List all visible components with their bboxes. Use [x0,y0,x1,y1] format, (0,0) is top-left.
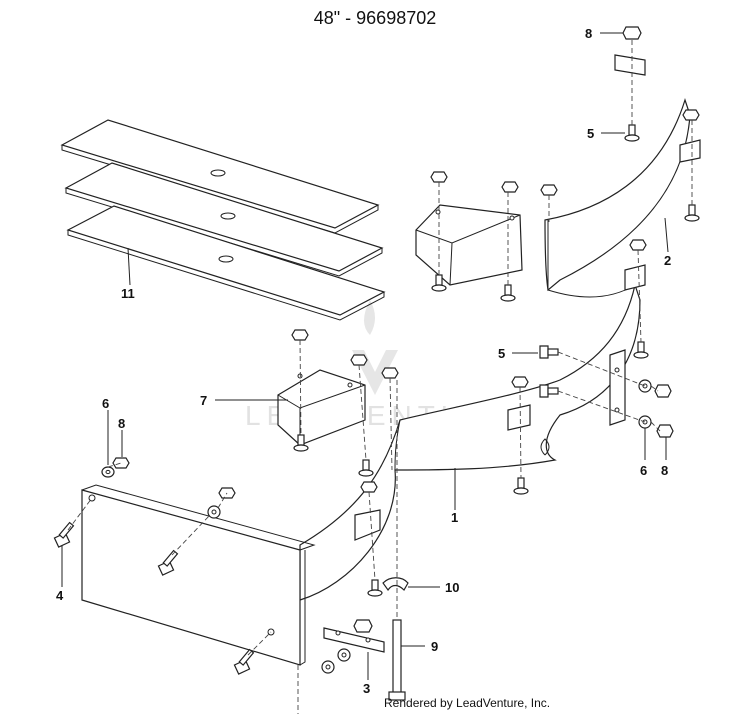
hex-bolt-icon [539,384,559,398]
callout-8: 8 [118,416,125,431]
long-bolt-rod [388,619,406,701]
callout-8: 8 [661,463,668,478]
band-tab-bracket [624,264,646,291]
callout-5: 5 [587,126,594,141]
hex-nut-icon [622,26,642,40]
hex-bolt-icon [53,521,75,548]
carriage-bolt-icon [633,341,649,359]
hex-nut-icon [656,424,674,438]
hex-nut-icon [501,181,519,193]
hex-nut-icon [629,239,647,251]
hex-nut-icon [654,384,672,398]
washer-icon [101,466,115,478]
band-tab-bracket [354,509,381,541]
callout-6: 6 [640,463,647,478]
band-tab-bracket [614,54,646,76]
carriage-bolt-icon [624,124,640,142]
hex-nut-icon [540,184,558,196]
callout-7: 7 [200,393,207,408]
skid-plates [60,119,386,321]
hex-nut-icon [511,376,529,388]
hex-nut-icon [112,457,130,469]
washer-icon [321,660,335,674]
hex-nut-icon [682,109,700,121]
callout-9: 9 [431,639,438,654]
hex-nut-icon [430,171,448,183]
callout-5: 5 [498,346,505,361]
carriage-bolt-icon [684,204,700,222]
carriage-bolt-icon [367,579,383,597]
assembly-lines [67,40,693,714]
strap-plate [323,627,385,653]
callout-6: 6 [102,396,109,411]
callout-8: 8 [585,26,592,41]
washer-icon [638,379,652,393]
callout-11: 11 [121,286,135,301]
callout-10: 10 [445,580,459,595]
carriage-bolt-icon [358,459,374,477]
side-mounting-plate [609,349,626,426]
hex-nut-icon [360,481,378,493]
render-credit: Rendered by LeadVenture, Inc. [384,696,551,710]
carriage-bolt-icon [513,477,529,495]
hex-bolt-icon [157,549,179,576]
hex-nut-icon [350,354,368,366]
hardware [53,26,701,701]
deflector-band [299,282,641,601]
deflector-bracket-left [277,369,366,446]
hex-bolt-icon [233,648,255,675]
band-tab-bracket [507,404,531,431]
carriage-bolt-icon [293,434,309,452]
washer-icon [337,648,351,662]
callout-1: 1 [451,510,458,525]
hex-nut-icon [353,619,373,633]
washer-icon [207,505,221,519]
leader-lines [61,32,669,680]
hex-bolt-icon [539,345,559,359]
callout-3: 3 [363,681,370,696]
spring-clip [382,577,409,592]
callout-labels: 8 5 2 5 7 6 8 1 11 6 8 4 10 9 3 [56,26,671,696]
front-mounting-plate [81,484,316,666]
deflector-bracket-upper [415,204,523,286]
hex-nut-icon [381,367,399,379]
hex-nut-icon [291,329,309,341]
band-tab-bracket [679,139,701,163]
carriage-bolt-icon [431,274,447,292]
callout-2: 2 [664,253,671,268]
callout-4: 4 [56,588,64,603]
carriage-bolt-icon [500,284,516,302]
diagram-title: 48" - 96698702 [313,8,437,28]
